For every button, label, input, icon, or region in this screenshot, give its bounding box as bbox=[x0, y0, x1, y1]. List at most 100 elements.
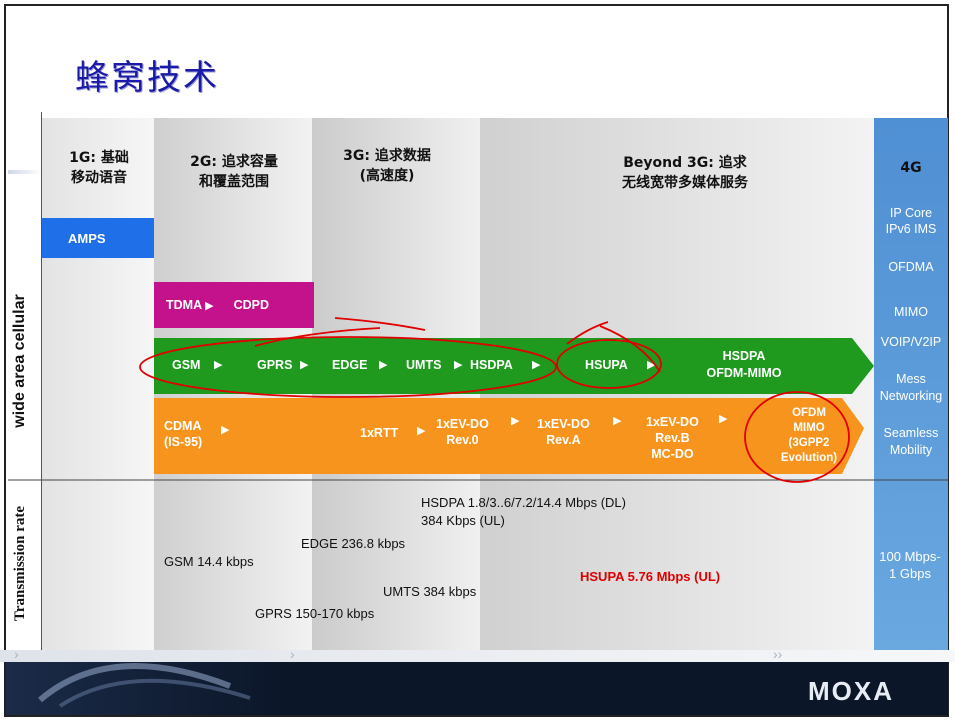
chevron-row bbox=[0, 650, 955, 662]
annotation-stroke-1 bbox=[334, 317, 426, 331]
cdma-row: CDMA (IS-95) ▶ 1xRTT ▶ 1xEV-DO Rev.0 ▶ 1… bbox=[154, 398, 854, 474]
rate-gprs: GPRS 150-170 kbps bbox=[255, 606, 375, 621]
rate-umts: UMTS 384 kbps bbox=[383, 584, 477, 599]
g4-item-networking: Networking bbox=[879, 389, 943, 403]
gsm-arrow-icon: ▶ bbox=[214, 359, 223, 371]
tdma-box: TDMA ▶ CDPD bbox=[154, 282, 314, 328]
cdma-ofdm-line1: OFDM bbox=[792, 407, 826, 419]
evdoB-line1: 1xEV-DO bbox=[646, 415, 699, 429]
rate-hsdpa-line2: 384 Kbps (UL) bbox=[421, 513, 505, 528]
rate-hsupa: HSUPA 5.76 Mbps (UL) bbox=[580, 569, 721, 584]
tdma-label: TDMA bbox=[166, 298, 203, 312]
evdoB-arrow-icon: ▶ bbox=[719, 413, 728, 425]
hsupa-arrow-icon: ▶ bbox=[647, 359, 656, 371]
header-3g: 3G: 追求数据 (高速度) bbox=[312, 146, 462, 186]
g4-item-voip: VOIP/V2IP bbox=[880, 335, 942, 349]
header-2g: 2G: 追求容量 和覆盖范围 bbox=[156, 152, 312, 192]
gsm-band-arrow bbox=[154, 338, 874, 394]
evdoA-line1: 1xEV-DO bbox=[537, 417, 590, 431]
cdma-line2: (IS-95) bbox=[164, 435, 203, 449]
g4-item-mobility: Mobility bbox=[889, 443, 933, 457]
evdoA-label: 1xEV-DO Rev.A bbox=[537, 416, 590, 448]
header-1g-line1: 1G: 基础 bbox=[69, 150, 129, 166]
umts-arrow-icon: ▶ bbox=[454, 359, 463, 371]
edge-label: EDGE bbox=[332, 358, 368, 372]
rate-edge: EDGE 236.8 kbps bbox=[301, 536, 406, 551]
umts-label: UMTS bbox=[406, 358, 442, 372]
g4-seamless: Seamless Mobility bbox=[871, 425, 951, 459]
gprs-label: GPRS bbox=[257, 358, 293, 372]
column-4g-bg bbox=[874, 118, 948, 650]
amps-label: AMPS bbox=[68, 230, 106, 246]
annotation-ellipse-gsm-hsdpa bbox=[139, 336, 557, 398]
rate-gsm: GSM 14.4 kbps bbox=[164, 554, 254, 569]
cdma-arrow-icon: ▶ bbox=[221, 424, 230, 436]
header-beyond-line1: Beyond 3G: 追求 bbox=[623, 155, 747, 171]
annotation-stroke-2 bbox=[254, 327, 381, 347]
cdma-line1: CDMA bbox=[164, 419, 202, 433]
cdma-ofdm-line3: (3GPP2 bbox=[788, 437, 830, 449]
g4-rate-line2: 1 Gbps bbox=[889, 566, 931, 581]
header-1g-line2: 移动语音 bbox=[71, 170, 127, 186]
evdoB-label: 1xEV-DO Rev.B MC-DO bbox=[646, 414, 699, 462]
evdoA-arrow-icon: ▶ bbox=[613, 415, 622, 427]
evdoB-line3: MC-DO bbox=[651, 447, 694, 461]
g4-item-ipcore: IP Core bbox=[889, 206, 933, 220]
evdo0-line1: 1xEV-DO bbox=[436, 417, 489, 431]
header-1g: 1G: 基础 移动语音 bbox=[46, 148, 152, 188]
evdoA-line2: Rev.A bbox=[546, 433, 581, 447]
chevron-right-icon: ›› bbox=[773, 646, 783, 662]
slide-title: 蜂窝技术 bbox=[75, 58, 219, 98]
column-1g-bg bbox=[42, 118, 154, 650]
stadium-arc-shape-2 bbox=[58, 678, 251, 708]
hsdpa-ofdm-label: HSDPA OFDM-MIMO bbox=[684, 348, 804, 382]
header-2g-line2: 和覆盖范围 bbox=[199, 174, 269, 190]
edge-arrow-icon: ▶ bbox=[379, 359, 388, 371]
header-beyond-line2: 无线宽带多媒体服务 bbox=[622, 175, 748, 191]
cdma-label: CDMA (IS-95) bbox=[164, 418, 202, 450]
annotation-stroke-3 bbox=[566, 321, 609, 345]
header-beyond: Beyond 3G: 追求 无线宽带多媒体服务 bbox=[560, 153, 810, 193]
slide-frame bbox=[4, 4, 949, 717]
g4-item-ipv6: IPv6 IMS bbox=[885, 222, 937, 236]
g4-item-ofdma: OFDMA bbox=[888, 260, 934, 274]
cdpd-label: CDPD bbox=[233, 298, 269, 312]
evdo0-arrow-icon: ▶ bbox=[511, 415, 520, 427]
header-2g-line1: 2G: 追求容量 bbox=[190, 154, 278, 170]
g4-mesh: Mess Networking bbox=[871, 371, 951, 405]
chevron-mid-icon: › bbox=[290, 646, 295, 662]
stadium-arc-shape bbox=[38, 663, 232, 703]
evdo0-line2: Rev.0 bbox=[446, 433, 479, 447]
annotation-ellipse-ofdm bbox=[744, 391, 850, 483]
g4-rate: 100 Mbps- 1 Gbps bbox=[870, 548, 950, 582]
g4-item-seamless: Seamless bbox=[883, 426, 939, 440]
title-rule bbox=[8, 170, 42, 174]
evdoB-line2: Rev.B bbox=[655, 431, 690, 445]
hsdpa-ofdm-line1: HSDPA bbox=[722, 349, 766, 363]
g4-rate-line1: 100 Mbps- bbox=[879, 549, 941, 564]
annotation-stroke-4 bbox=[599, 325, 661, 373]
cdma-ofdm-line4: Evolution) bbox=[780, 452, 838, 464]
g4-ip-core: IP Core IPv6 IMS bbox=[871, 205, 951, 237]
gprs-arrow-icon: ▶ bbox=[300, 359, 309, 371]
left-axis-line bbox=[41, 112, 42, 650]
cdma-ofdm-line2: MIMO bbox=[793, 422, 825, 434]
rate-hsdpa-line1: HSDPA 1.8/3..6/7.2/14.4 Mbps (DL) bbox=[421, 495, 626, 510]
amps-box: AMPS bbox=[42, 218, 154, 258]
moxa-logo: MOXA bbox=[808, 676, 894, 706]
rtt-arrow-icon: ▶ bbox=[417, 425, 426, 437]
chevron-left-icon: › bbox=[14, 646, 19, 662]
gsm-label: GSM bbox=[172, 358, 201, 372]
gsm-row: GSM ▶ GPRS ▶ EDGE ▶ UMTS ▶ HSDPA ▶ HSUPA… bbox=[154, 338, 854, 394]
header-3g-line1: 3G: 追求数据 bbox=[343, 148, 431, 164]
cdma-ofdm-label: OFDM MIMO (3GPP2 Evolution) bbox=[774, 406, 844, 466]
hsupa-label: HSUPA bbox=[585, 358, 628, 372]
hsdpa-ofdm-line2: OFDM-MIMO bbox=[706, 366, 782, 380]
annotation-ellipse-hsupa bbox=[556, 339, 662, 389]
g4-item-mess: Mess bbox=[896, 372, 926, 386]
g4-item-mimo: MIMO bbox=[893, 305, 929, 319]
evdo0-label: 1xEV-DO Rev.0 bbox=[436, 416, 489, 448]
